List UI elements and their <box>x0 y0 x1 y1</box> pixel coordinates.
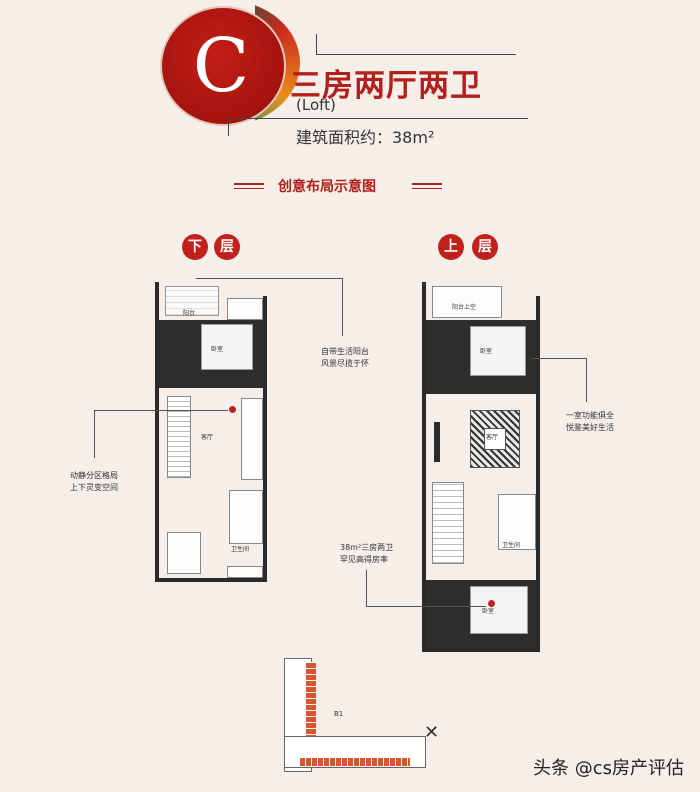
lower-living-marker <box>229 406 236 413</box>
upper-room-note-2: 悦鉴美好生活 <box>566 423 614 432</box>
lower-balcony-leader-h <box>196 278 342 279</box>
upper-room-leader-h <box>532 358 586 359</box>
upper-layout-note-2: 罕见高得房率 <box>340 555 388 564</box>
section-deco-left-2 <box>234 188 264 189</box>
site-units-horizontal <box>300 758 410 766</box>
unit-title: 三房两厅两卫 <box>290 68 482 104</box>
upper-living-label: 客厅 <box>486 434 499 441</box>
north-arrow-icon: ✕ <box>424 722 440 743</box>
header-bottom-line-tick <box>228 118 229 136</box>
upper-balcony-void-label: 阳台上空 <box>452 304 477 311</box>
upper-coffee-table <box>484 428 506 450</box>
lower-stairs <box>167 396 191 478</box>
lower-bath-fixture <box>227 566 263 578</box>
upper-wall-right <box>536 296 540 652</box>
lower-balcony-label: 阳台 <box>183 310 196 317</box>
lower-wall-bottom <box>155 578 267 582</box>
lower-floor-plan: 阳台 卧室 客厅 卫生间 <box>155 282 267 582</box>
lower-zoning-leader-h <box>94 410 228 411</box>
lower-bathroom-label: 卫生间 <box>231 546 250 553</box>
lower-zoning-note-2: 上下灵变空间 <box>70 483 118 492</box>
unit-type-letter: C <box>192 23 250 109</box>
upper-bedroom-bottom-label: 卧室 <box>482 608 495 615</box>
upper-bathroom <box>498 494 536 550</box>
lower-entry-stairs <box>167 532 201 574</box>
upper-bedroom-bottom-bed <box>470 586 528 634</box>
lower-floor-badge-1: 下 <box>182 234 208 260</box>
header-bottom-line <box>228 118 528 119</box>
upper-bedroom-top-label: 卧室 <box>480 348 493 355</box>
upper-floor-badge-2: 层 <box>472 234 498 260</box>
upper-floor-badge-1: 上 <box>438 234 464 260</box>
upper-layout-note-1: 38m²三房两卫 <box>340 543 394 552</box>
lower-wall-right <box>263 296 267 582</box>
lower-balcony-note-1: 自带生活阳台 <box>321 347 369 356</box>
section-deco-left <box>234 183 264 185</box>
lower-bedroom-bed <box>201 324 253 370</box>
lower-wall-left <box>155 282 159 582</box>
lower-floor-badge-2: 层 <box>214 234 240 260</box>
lower-balcony <box>165 286 219 316</box>
upper-bedroom-marker <box>488 600 495 607</box>
upper-layout-leader-v <box>366 570 367 606</box>
upper-stair-void <box>432 482 464 564</box>
unit-type-badge <box>160 6 286 126</box>
lower-kitchen-counter <box>241 398 263 480</box>
section-title: 创意布局示意图 <box>278 179 376 195</box>
section-deco-right-2 <box>412 188 442 189</box>
unit-area: 建筑面积约：38m² <box>296 128 435 147</box>
unit-subtitle: (Loft) <box>296 96 336 114</box>
upper-floor-plan: 阳台上空 卧室 客厅 卫生间 卧室 <box>422 282 540 652</box>
site-units-vertical <box>306 662 316 752</box>
upper-wall-bottom <box>422 648 540 652</box>
header-top-line-tick <box>316 34 317 54</box>
header-top-line <box>316 54 516 55</box>
upper-bedroom-top-bed <box>470 326 526 376</box>
site-plan: B1 <box>280 658 430 772</box>
lower-zoning-leader-v <box>94 410 95 458</box>
upper-layout-leader-h <box>366 606 486 607</box>
upper-wall-left <box>422 282 426 652</box>
lower-zoning-note-1: 动静分区格局 <box>70 471 118 480</box>
watermark: 头条 @cs房产评估 <box>533 758 684 779</box>
site-label: B1 <box>334 710 344 718</box>
upper-tv-wall <box>434 422 440 462</box>
upper-room-leader-v <box>586 358 587 402</box>
section-deco-right <box>412 183 442 185</box>
lower-balcony-note-2: 风景尽揽于怀 <box>321 359 369 368</box>
lower-bathroom <box>229 490 263 544</box>
upper-bathroom-label: 卫生间 <box>502 542 521 549</box>
lower-balcony-leader-v <box>342 278 343 336</box>
lower-living-label: 客厅 <box>201 434 214 441</box>
upper-balcony-void <box>432 286 502 318</box>
lower-bedroom-label: 卧室 <box>211 346 224 353</box>
lower-utility-area <box>227 298 263 320</box>
upper-room-note-1: 一室功能俱全 <box>566 411 614 420</box>
